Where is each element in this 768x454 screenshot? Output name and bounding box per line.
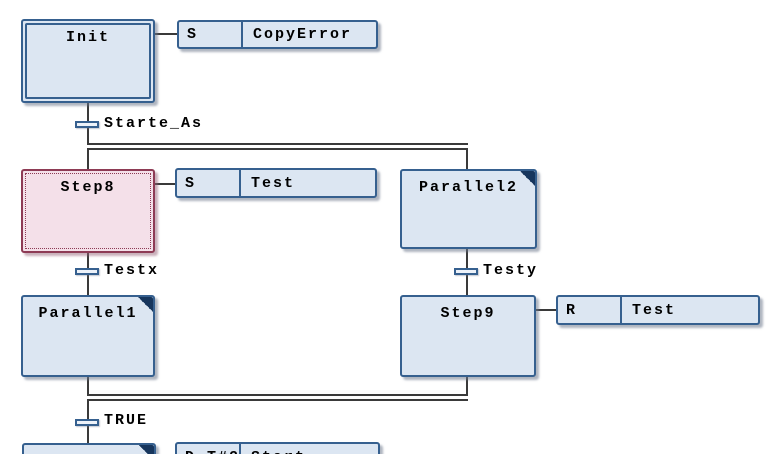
action-block-step9[interactable]: R Test xyxy=(556,295,760,325)
action-connector-line xyxy=(155,183,177,185)
transition-true[interactable] xyxy=(75,419,99,426)
transition-testx[interactable] xyxy=(75,268,99,275)
action-qualifier: D T#2s xyxy=(177,444,241,454)
action-qualifier: S xyxy=(179,22,243,47)
action-name: Test xyxy=(251,174,296,192)
action-name: Start xyxy=(241,444,378,454)
parallel-join-line xyxy=(87,394,468,401)
step-init[interactable]: Init xyxy=(21,19,155,103)
step-label: Step9 xyxy=(440,305,496,322)
connector-line xyxy=(87,103,89,169)
transition-testy[interactable] xyxy=(454,268,478,275)
step-step8[interactable]: Step8 xyxy=(21,169,155,253)
action-connector-line xyxy=(155,33,177,35)
action-name: Test xyxy=(632,301,677,319)
action-block-bottom-clipped[interactable]: D T#2s Start xyxy=(175,442,380,454)
actions-fold-corner-icon xyxy=(138,297,153,312)
action-qualifier: S xyxy=(177,170,241,196)
action-name: CopyError xyxy=(253,26,353,43)
transition-starte-as[interactable] xyxy=(75,121,99,128)
step-label: Parallel2 xyxy=(418,179,518,196)
connector-line xyxy=(87,377,89,443)
actions-fold-corner-icon xyxy=(139,445,154,454)
transition-label[interactable]: Testy xyxy=(483,262,539,279)
action-qualifier: R xyxy=(558,297,622,323)
actions-fold-corner-icon xyxy=(520,171,535,186)
transition-label[interactable]: Starte_As xyxy=(104,115,204,132)
transition-label[interactable]: Testx xyxy=(104,262,160,279)
transition-label[interactable]: TRUE xyxy=(104,412,149,429)
step-step9[interactable]: Step9 xyxy=(400,295,536,377)
step-parallel2[interactable]: Parallel2 xyxy=(400,169,537,249)
step-label: Step8 xyxy=(60,179,116,196)
parallel-branch-line xyxy=(87,143,468,150)
action-block-step8[interactable]: S Test xyxy=(175,168,377,198)
connector-line xyxy=(466,145,468,169)
action-block-init[interactable]: S CopyError xyxy=(177,20,378,49)
action-connector-line xyxy=(536,309,556,311)
step-label: Init xyxy=(65,29,110,46)
connector-line xyxy=(466,377,468,397)
step-bottom-clipped[interactable] xyxy=(22,443,156,454)
step-label: Parallel1 xyxy=(38,305,138,322)
step-parallel1[interactable]: Parallel1 xyxy=(21,295,155,377)
